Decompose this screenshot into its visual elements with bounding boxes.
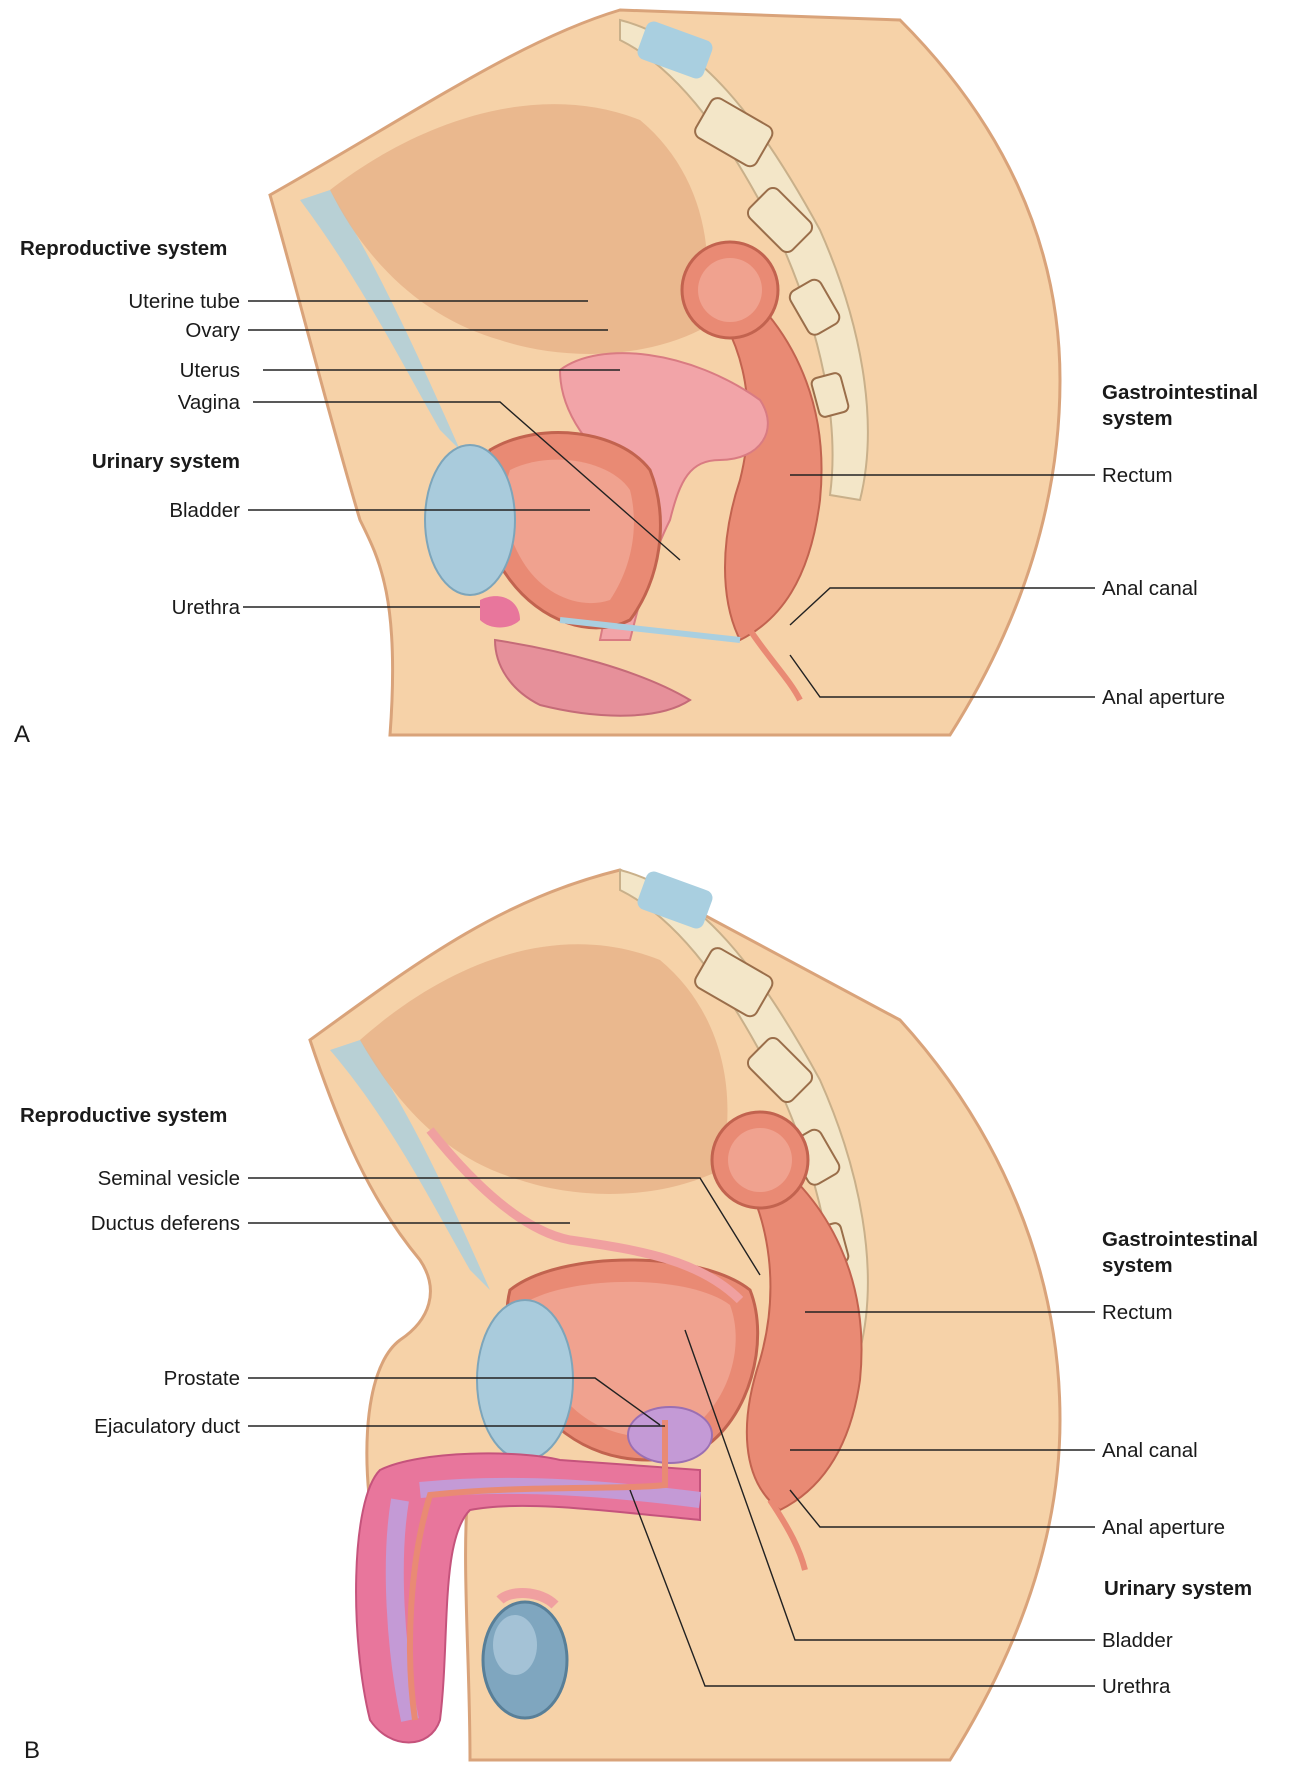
leader-lines xyxy=(243,300,1095,1687)
a-label-vagina: Vagina xyxy=(178,391,241,414)
panel-a-labels: Reproductive system Uterine tube Ovary U… xyxy=(14,237,1258,748)
a-reproductive-heading: Reproductive system xyxy=(20,237,227,260)
a-gi-heading-line2: system xyxy=(1102,407,1173,430)
panel-a-letter: A xyxy=(14,721,30,748)
b-label-bladder: Bladder xyxy=(1102,1629,1173,1652)
b-label-ejaculatory-duct: Ejaculatory duct xyxy=(94,1415,240,1438)
b-label-prostate: Prostate xyxy=(164,1367,240,1390)
b-label-anal-canal: Anal canal xyxy=(1102,1439,1198,1462)
male-penis xyxy=(355,1452,701,1744)
b-gi-heading-line1: Gastrointestinal xyxy=(1102,1228,1258,1251)
female-vulva xyxy=(493,638,692,717)
b-label-anal-aperture: Anal aperture xyxy=(1102,1516,1225,1539)
a-label-anal-aperture: Anal aperture xyxy=(1102,686,1225,709)
male-abdominal-wall xyxy=(330,1040,490,1290)
b-urinary-heading: Urinary system xyxy=(1104,1577,1252,1600)
female-pubic-symphysis xyxy=(424,444,516,596)
a-label-uterine-tube: Uterine tube xyxy=(128,290,240,313)
b-reproductive-heading: Reproductive system xyxy=(20,1104,227,1127)
a-label-uterus: Uterus xyxy=(180,359,240,382)
a-gi-heading-line1: Gastrointestinal xyxy=(1102,381,1258,404)
male-pubic-symphysis xyxy=(476,1299,574,1461)
female-abdominal-wall xyxy=(300,190,460,450)
a-label-ovary: Ovary xyxy=(185,319,240,342)
a-label-anal-canal: Anal canal xyxy=(1102,577,1198,600)
female-sacrum xyxy=(619,18,869,502)
a-urinary-heading: Urinary system xyxy=(92,450,240,473)
b-label-urethra: Urethra xyxy=(1102,1675,1171,1698)
panel-b-labels: Reproductive system Seminal vesicle Duct… xyxy=(20,1104,1258,1764)
male-ductus-deferens xyxy=(426,1127,744,1304)
a-label-rectum: Rectum xyxy=(1102,464,1173,487)
male-prostate xyxy=(627,1406,713,1464)
panel-b-letter: B xyxy=(24,1737,40,1764)
b-gi-heading-line2: system xyxy=(1102,1254,1173,1277)
male-urethra-path xyxy=(407,1420,668,1721)
a-label-urethra: Urethra xyxy=(172,596,241,619)
b-label-seminal-vesicle: Seminal vesicle xyxy=(98,1167,240,1190)
male-intestines xyxy=(360,944,728,1194)
female-intestines xyxy=(330,104,708,354)
a-label-bladder: Bladder xyxy=(169,499,240,522)
b-label-rectum: Rectum xyxy=(1102,1301,1173,1324)
panel-a-illustration xyxy=(268,8,1062,737)
b-label-ductus-deferens: Ductus deferens xyxy=(91,1212,240,1235)
panel-b-illustration xyxy=(308,868,1062,1762)
